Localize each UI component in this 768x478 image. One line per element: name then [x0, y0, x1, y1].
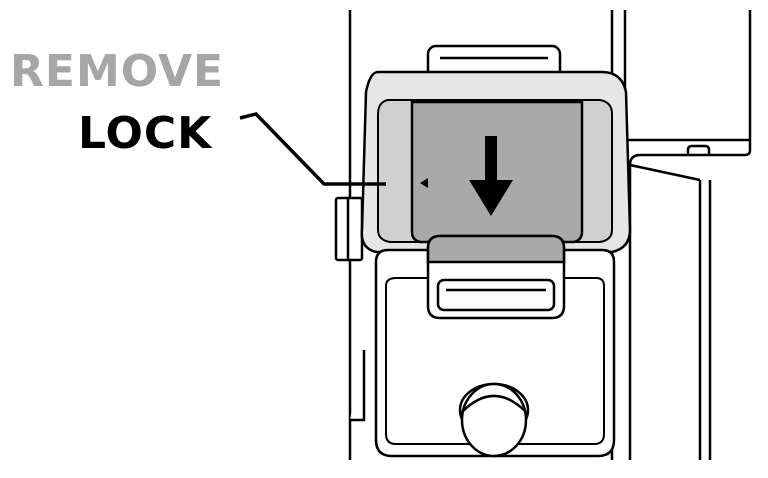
arrow-down-icon	[469, 136, 513, 216]
leader-line	[239, 112, 386, 186]
lock-label: LOCK	[78, 108, 213, 159]
triangle-left-icon	[420, 178, 428, 188]
knob	[458, 382, 530, 458]
latch-button	[426, 234, 566, 320]
remove-label: REMOVE	[10, 46, 225, 97]
